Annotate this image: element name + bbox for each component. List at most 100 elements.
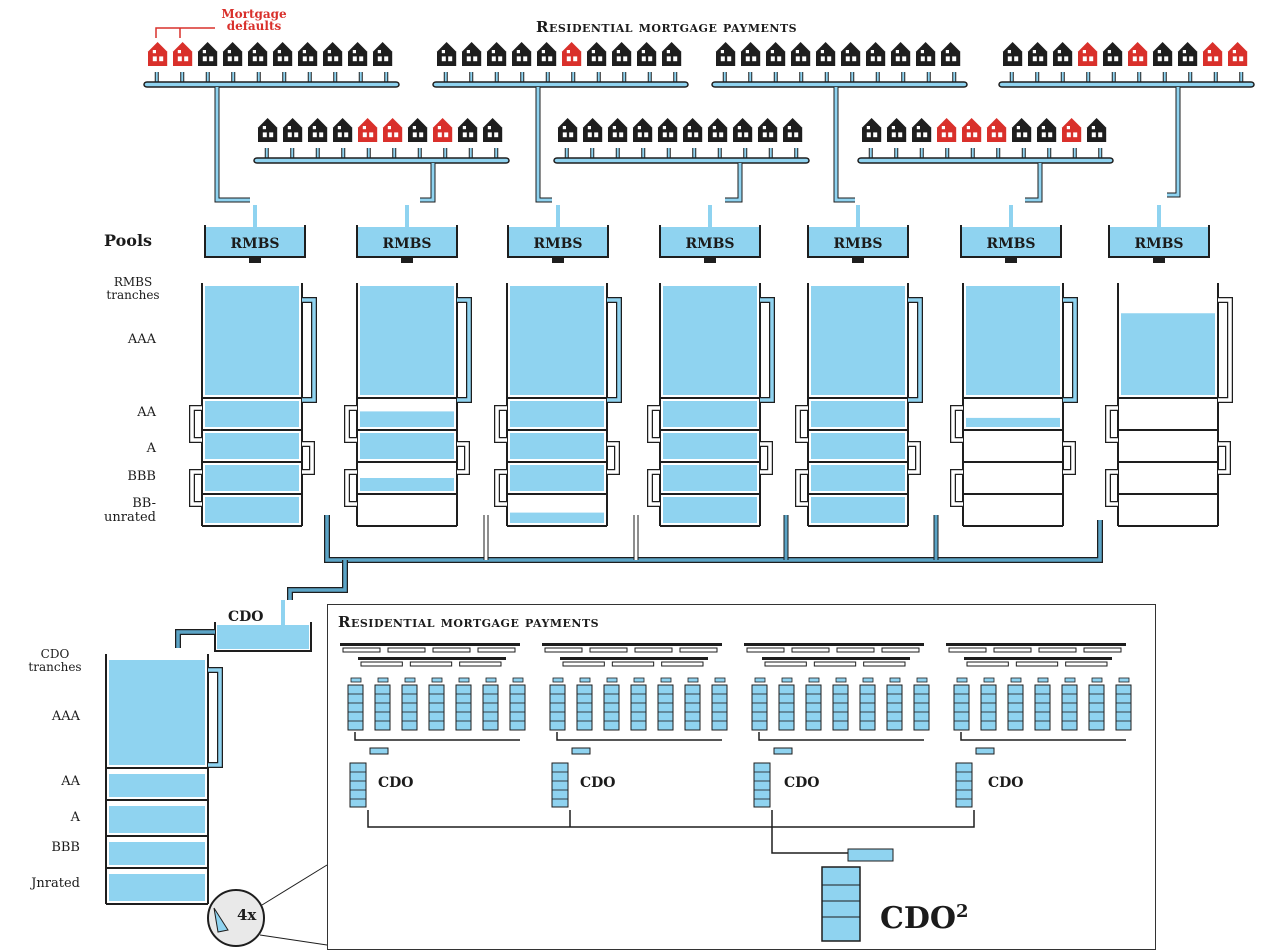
pool-label-1: RMBS <box>230 236 280 252</box>
house-icon <box>483 118 503 142</box>
house-icon <box>912 118 932 142</box>
house-icon <box>408 118 428 142</box>
house-icon <box>987 118 1007 142</box>
house-icon <box>358 118 378 142</box>
house-icon <box>1228 42 1248 66</box>
payment-manifold <box>253 148 510 164</box>
house-row-3 <box>716 42 961 66</box>
rmbs-pool <box>807 205 909 263</box>
house-icon <box>323 42 343 66</box>
house-row-4 <box>1003 42 1248 66</box>
cdo-tranche-aa: AA <box>61 774 80 789</box>
house-icon <box>683 118 703 142</box>
downpipe-5 <box>420 163 436 203</box>
downpipe-6-water <box>725 163 742 202</box>
rmbs-pool <box>204 205 306 263</box>
house-icon <box>458 118 478 142</box>
mortgage-defaults-label: Mortgage defaults <box>221 7 287 33</box>
house-icon <box>433 118 453 142</box>
rmbs-tranche-a: A <box>146 441 156 456</box>
downpipe-1-water <box>215 87 250 202</box>
house-icon <box>1078 42 1098 66</box>
inset-cdo-label-3: CDO <box>784 775 820 791</box>
cdo-tranche-stack <box>105 654 223 905</box>
cdo2-stack <box>821 866 861 942</box>
house-icon <box>1037 118 1057 142</box>
house-icon <box>1087 118 1107 142</box>
house-row-5 <box>258 118 503 142</box>
zoom-line-bottom <box>259 934 328 946</box>
pool-label-3: RMBS <box>533 236 583 252</box>
rmbs-pool <box>356 205 458 263</box>
house-icon <box>298 42 318 66</box>
house-icon <box>537 42 557 66</box>
house-icon <box>348 42 368 66</box>
downpipe-6 <box>725 163 743 203</box>
top-title: Residential mortgage payments <box>536 18 798 36</box>
rmbs-tranche-stack <box>494 283 622 527</box>
house-icon <box>173 42 193 66</box>
rmbs-tranche-stack <box>795 283 923 527</box>
payment-manifold <box>857 148 1114 164</box>
payment-manifold <box>432 72 689 88</box>
house-icon <box>891 42 911 66</box>
house-icon <box>608 118 628 142</box>
inset-group <box>340 643 526 808</box>
house-icon <box>662 42 682 66</box>
rmbs-tranche-stack <box>1105 283 1233 527</box>
house-icon <box>258 118 278 142</box>
inset-cdo-label-4: CDO <box>988 775 1024 791</box>
cdo-out-pipe-water <box>176 630 215 648</box>
cdo-tank-water <box>217 625 309 649</box>
house-icon <box>487 42 507 66</box>
rmbs-pool <box>960 205 1062 263</box>
house-icon <box>462 42 482 66</box>
house-icon <box>333 118 353 142</box>
cdo2-tank <box>847 848 894 862</box>
house-icon <box>783 118 803 142</box>
inset-title: Residential mortgage payments <box>338 613 600 631</box>
inset-collector <box>367 810 975 828</box>
inset-panel: Residential mortgage payments CDO CDO CD… <box>327 604 1156 950</box>
cdo-out-pipe <box>175 629 215 648</box>
zoom-line-top <box>261 864 328 906</box>
house-icon <box>248 42 268 66</box>
rmbs-tranche-aaa: AAA <box>127 332 156 347</box>
house-icon <box>437 42 457 66</box>
house-icon <box>308 118 328 142</box>
inset-group <box>744 643 930 808</box>
inset-group <box>542 643 728 808</box>
house-icon <box>791 42 811 66</box>
house-icon <box>583 118 603 142</box>
magnifier-icon <box>207 889 265 947</box>
payment-manifold <box>998 72 1255 88</box>
house-icon <box>383 118 403 142</box>
house-icon <box>733 118 753 142</box>
house-icon <box>1012 118 1032 142</box>
house-icon <box>512 42 532 66</box>
rmbs-tranche-stack <box>647 283 775 527</box>
defaults-bracket <box>155 27 215 38</box>
house-icon <box>1203 42 1223 66</box>
pool-label-2: RMBS <box>382 236 432 252</box>
pool-label-4: RMBS <box>685 236 735 252</box>
house-icon <box>1062 118 1082 142</box>
house-icon <box>708 118 728 142</box>
inset-group <box>946 643 1132 808</box>
cdo-stream <box>281 600 285 625</box>
downpipe-7-water <box>1025 163 1042 202</box>
magnifier-label: 4x <box>237 906 257 924</box>
downpipe-4-water <box>1167 87 1180 197</box>
house-icon <box>937 118 957 142</box>
rmbs-tranche-aa: AA <box>137 405 156 420</box>
inset-diagram <box>340 643 1132 942</box>
cdo-label: CDO <box>228 609 264 625</box>
pools-label: Pools <box>104 231 153 250</box>
pool-label-6: RMBS <box>986 236 1036 252</box>
cdo-tranche-a: A <box>70 810 80 825</box>
house-icon <box>841 42 861 66</box>
house-icon <box>1028 42 1048 66</box>
house-icon <box>637 42 657 66</box>
cdo-tank <box>214 622 312 652</box>
house-icon <box>766 42 786 66</box>
